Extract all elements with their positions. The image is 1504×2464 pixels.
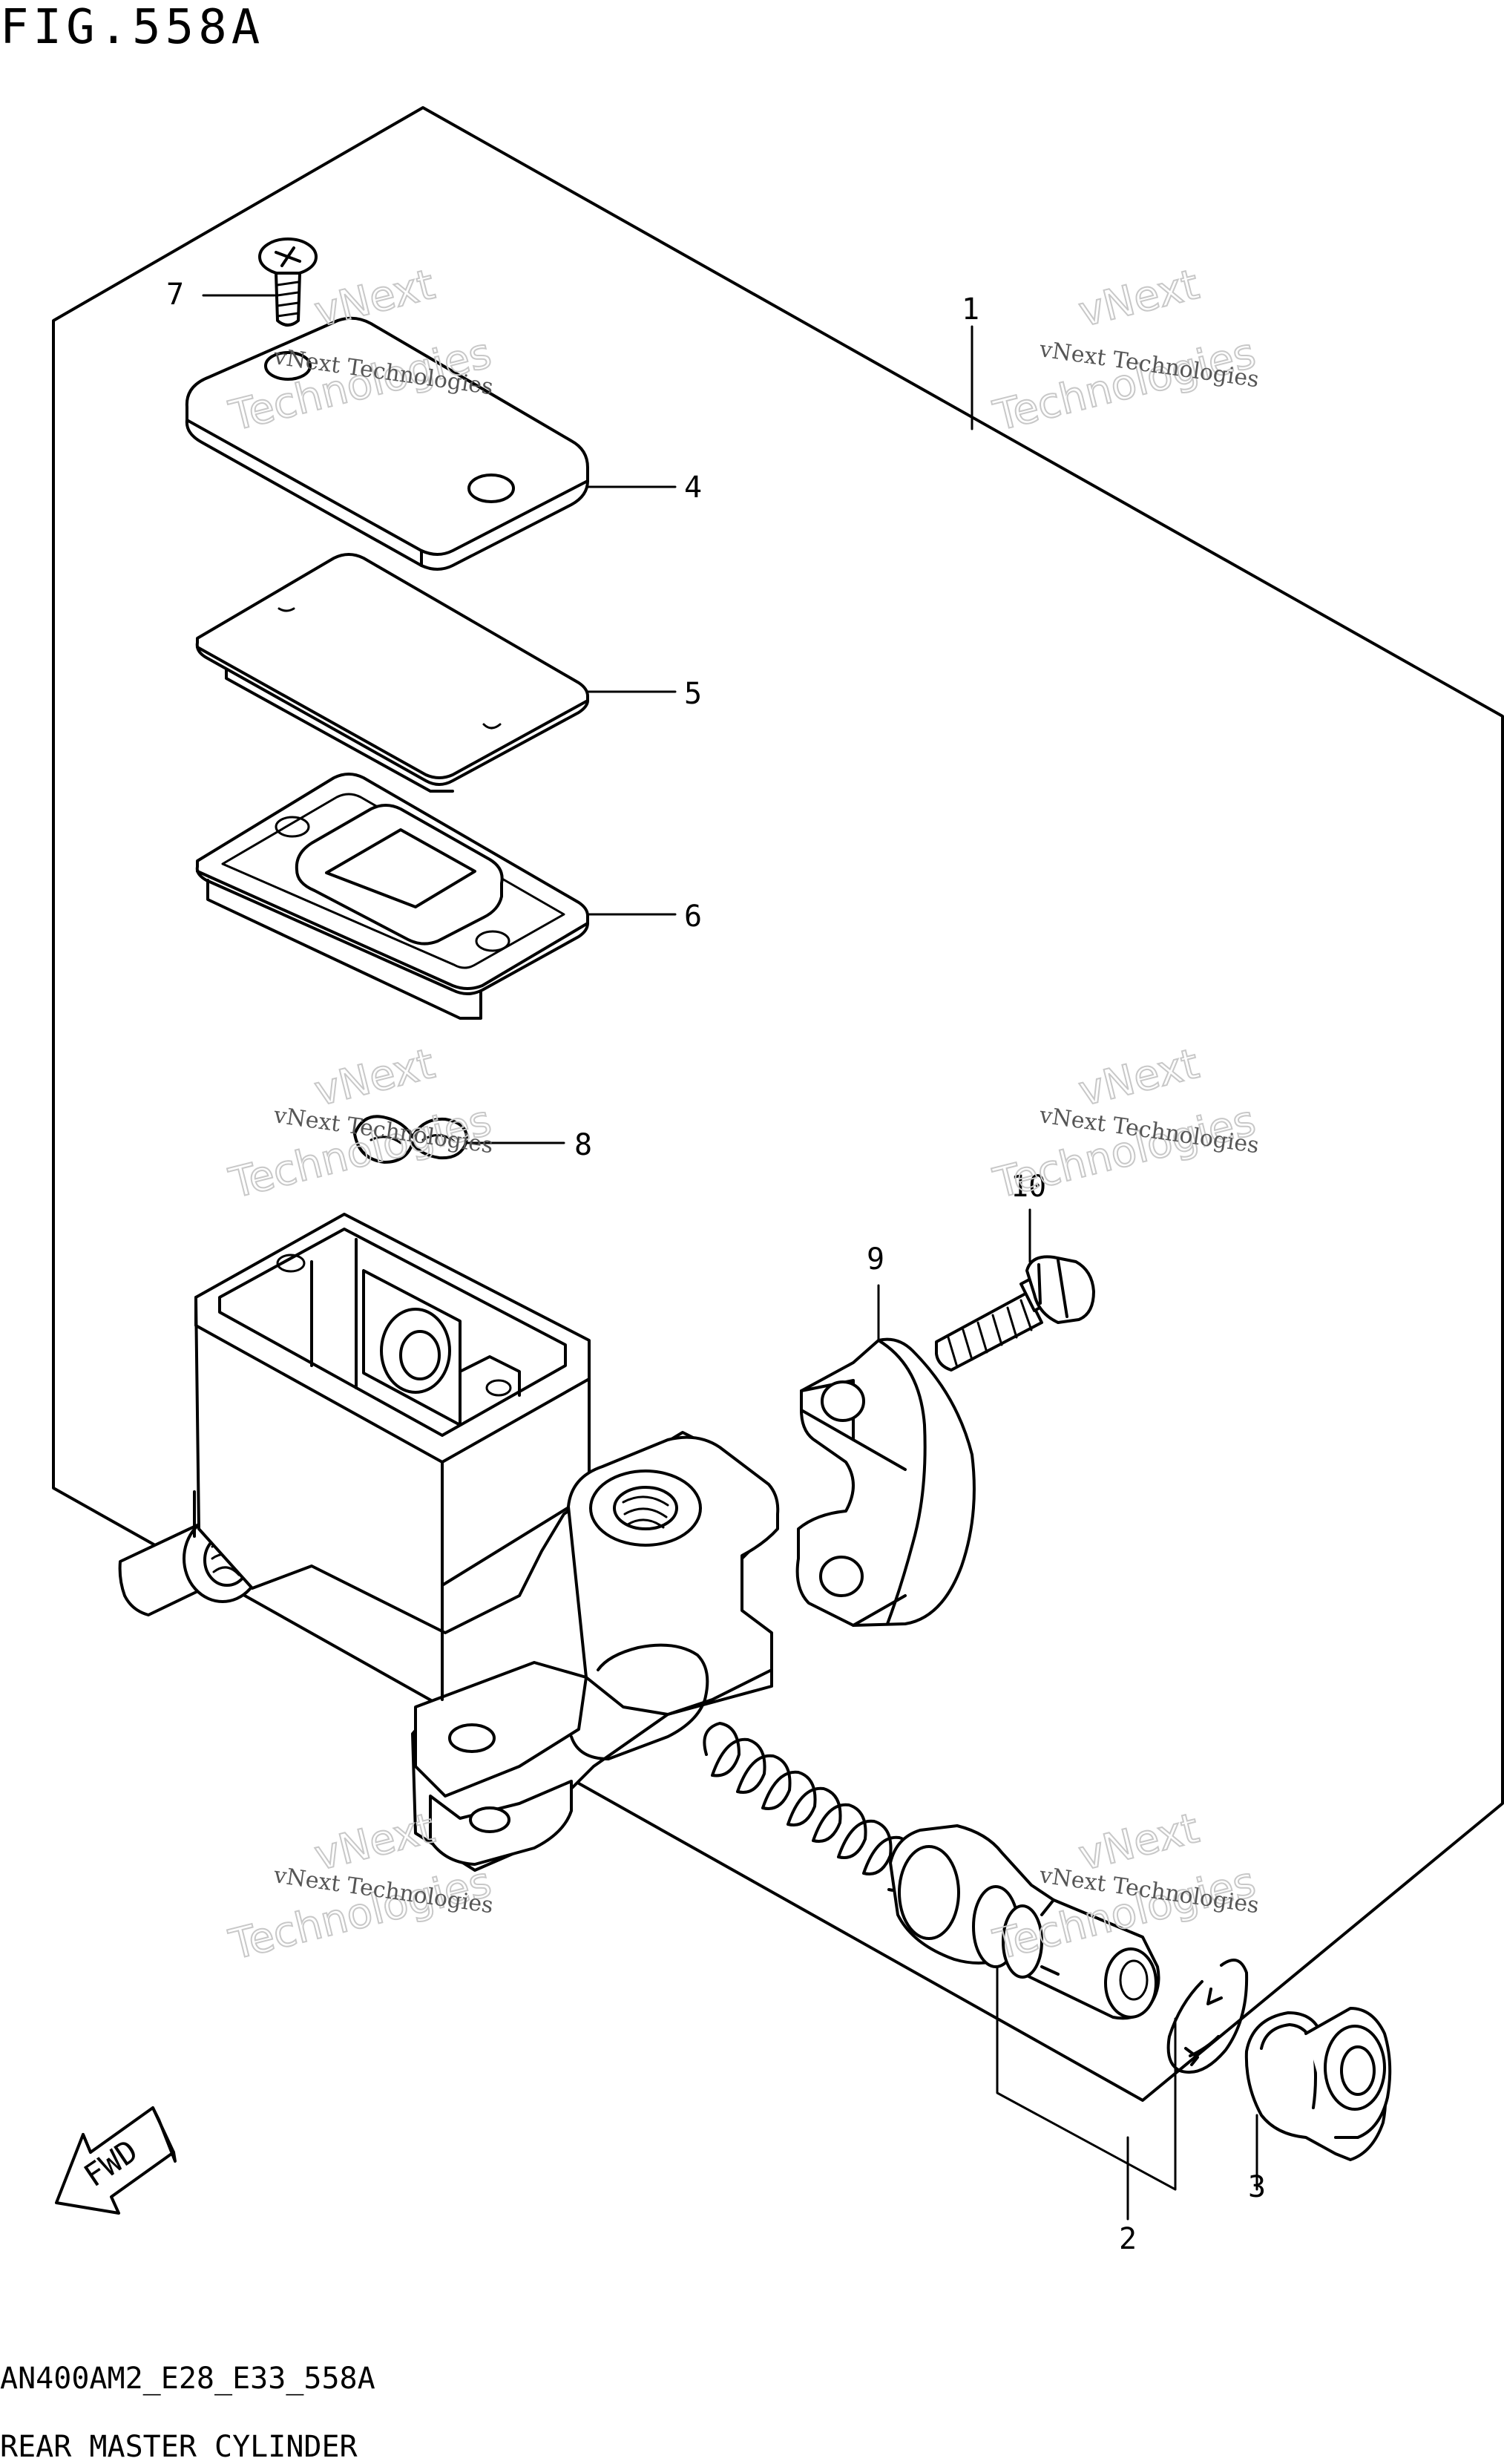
- callout-3: 3: [1248, 2170, 1266, 2204]
- svg-text:vNext: vNext: [310, 1804, 439, 1881]
- callout-1: 1: [962, 292, 979, 327]
- assembly-outline: [52, 106, 1504, 2102]
- watermark-top-right: vNext Technologies vNext Technologies: [988, 260, 1261, 442]
- watermark-mid-left: vNext Technologies vNext Technologies: [224, 1039, 497, 1209]
- part-7-screw: [202, 237, 318, 327]
- part-3-boot: [1244, 2007, 1392, 2191]
- watermark-mid-right: vNext Technologies vNext Technologies: [988, 1039, 1261, 1209]
- callout-4: 4: [684, 471, 702, 505]
- part-2-circlip: [1166, 1958, 1249, 2074]
- part-9-clamp: [795, 1284, 976, 1627]
- callout-7: 7: [166, 278, 184, 312]
- figure-title: FIG.558A: [0, 0, 264, 55]
- callout-8: 8: [574, 1128, 592, 1162]
- callout-6: 6: [684, 900, 702, 934]
- fwd-arrow-icon: FWD: [55, 2106, 177, 2215]
- part-8-clip: [353, 1115, 565, 1164]
- svg-text:vNext: vNext: [310, 1040, 439, 1116]
- part-2-piston-kit: [703, 1722, 1177, 2191]
- callout-10: 10: [1011, 1170, 1046, 1204]
- svg-text:vNext: vNext: [1074, 261, 1203, 337]
- callout-2: 2: [1119, 2222, 1137, 2256]
- part-4-reservoir-cap: [185, 316, 677, 571]
- part-5-plate: [195, 553, 677, 793]
- svg-text:vNext: vNext: [1074, 1040, 1203, 1116]
- part-10-bolt: [935, 1208, 1095, 1372]
- diagram-caption: REAR MASTER CYLINDER: [0, 2430, 358, 2464]
- callout-9: 9: [867, 1242, 884, 1277]
- part-6-diaphragm: [195, 773, 677, 1020]
- model-code: AN400AM2_E28_E33_558A: [0, 2362, 375, 2396]
- master-cylinder-body: [118, 1213, 780, 1872]
- callout-5: 5: [684, 677, 702, 711]
